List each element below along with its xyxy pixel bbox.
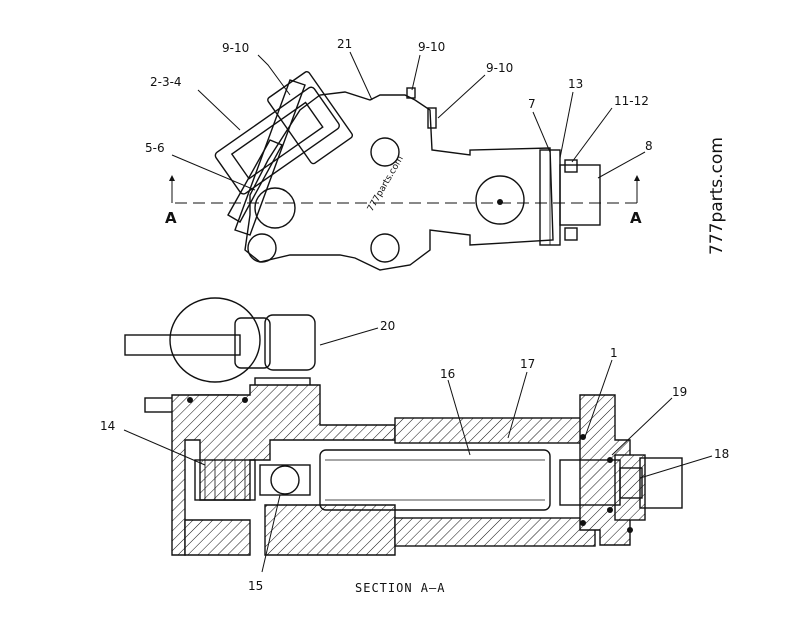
seal-6 — [607, 507, 613, 513]
leader-20 — [319, 327, 379, 346]
boss-center — [254, 187, 296, 229]
seal-1 — [187, 397, 193, 403]
lever-collar-2 — [264, 314, 316, 371]
seal-2 — [242, 397, 248, 403]
callout-18: 18 — [714, 447, 729, 461]
leader-7 — [532, 111, 551, 153]
section-marker-right: A — [630, 209, 642, 227]
seal-5 — [607, 457, 613, 463]
barrel-lower-wall — [394, 517, 596, 547]
callout-7: 7 — [528, 97, 536, 111]
callout-21: 21 — [337, 37, 352, 51]
leader-14 — [123, 429, 206, 466]
barrel-upper-wall — [394, 417, 596, 444]
callout-20: 20 — [380, 319, 395, 333]
section-marker-left: A — [165, 209, 177, 227]
boss-lower-right — [370, 233, 400, 263]
callout-1: 1 — [610, 346, 618, 360]
right-fitting-cap — [639, 457, 683, 509]
port-right — [475, 175, 525, 225]
callout-8: 8 — [645, 139, 653, 153]
callout-9-10-a: 9-10 — [222, 41, 249, 55]
leader-1 — [584, 359, 613, 438]
flange-bolt-bot — [564, 227, 578, 241]
leader-8 — [597, 151, 646, 179]
callout-9-10-b: 9-10 — [418, 40, 445, 54]
section-title: SECTION A–A — [355, 581, 445, 595]
valve-body-outline — [244, 91, 554, 271]
leader-16 — [447, 379, 471, 456]
leader-5-6 — [171, 154, 256, 191]
leader-9-10-c — [437, 74, 486, 119]
callout-2-3-4: 2-3-4 — [150, 75, 182, 89]
leader-11-12 — [571, 107, 613, 163]
spring-14 — [194, 459, 256, 501]
port-right-dot — [497, 199, 503, 205]
callout-9-10-c: 9-10 — [486, 61, 513, 75]
linkage-rod — [234, 79, 306, 236]
lever-collar — [234, 317, 271, 369]
linkage-rod-2 — [227, 139, 283, 223]
check-ball-15 — [270, 465, 300, 495]
leader-17 — [507, 371, 528, 439]
callout-16: 16 — [440, 367, 455, 381]
boss-upper-right — [370, 137, 400, 167]
leader-9-10-a — [257, 54, 291, 96]
leader-15 — [261, 494, 281, 573]
seal-4 — [580, 520, 586, 526]
leader-18 — [639, 455, 713, 479]
flange-cap — [559, 164, 601, 226]
housing-lower — [184, 519, 251, 556]
flange-bolt-top — [564, 159, 578, 173]
piston-16 — [319, 449, 551, 511]
watermark-small: 777parts.com — [366, 154, 406, 213]
seal-3 — [580, 434, 586, 440]
leader-9-10-b — [411, 54, 421, 91]
check-seat — [259, 464, 311, 496]
callout-5-6: 5-6 — [145, 141, 165, 155]
top-nub-2 — [427, 107, 437, 129]
watermark-side: 777parts.com — [707, 137, 727, 255]
top-nub-1 — [406, 87, 416, 99]
lever-knob — [169, 297, 261, 383]
leader-19 — [611, 397, 673, 456]
inner-piston — [559, 459, 621, 506]
section-view: 20 16 17 1 19 14 18 15 SECTION A–A — [100, 297, 729, 595]
callout-15: 15 — [248, 579, 263, 593]
callout-19: 19 — [672, 385, 687, 399]
callout-11-12: 11-12 — [614, 94, 649, 108]
leader-21 — [349, 51, 373, 101]
housing-left — [171, 384, 396, 556]
callout-13: 13 — [568, 77, 583, 91]
housing-lower-mid — [264, 504, 396, 556]
leader-13 — [559, 91, 574, 159]
leader-2-3-4 — [197, 89, 241, 131]
linkage-bracket — [214, 71, 354, 195]
callout-14: 14 — [100, 419, 115, 433]
lever-shaft — [124, 334, 241, 356]
seal-7 — [627, 527, 633, 533]
top-view: A A 777parts.com 9-10 21 9-10 9-10 2-3-4… — [145, 37, 653, 271]
callout-17: 17 — [520, 357, 535, 371]
boss-lower-left — [247, 233, 277, 263]
